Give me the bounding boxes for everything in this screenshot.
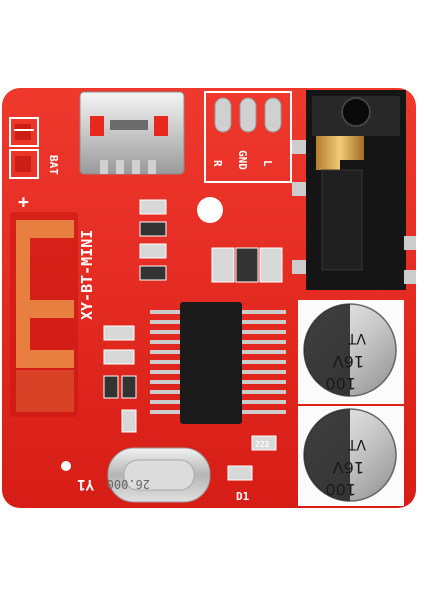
via-hole — [61, 461, 71, 471]
crystal-marking: 26.000 — [107, 477, 150, 491]
smd-components — [103, 199, 283, 481]
battery-pads — [9, 117, 39, 179]
bat-label: BAT — [47, 155, 60, 175]
audio-jack — [292, 90, 416, 290]
diode-label: D1 — [236, 490, 250, 503]
capacitor-bottom-series: VT — [347, 436, 366, 452]
capacitor-top-series: VT — [347, 330, 366, 346]
crystal-oscillator — [107, 447, 211, 503]
pin-gnd-label: GND — [236, 150, 249, 170]
model-label: XY-BT-MINI — [78, 230, 96, 320]
micro-usb-connector — [79, 91, 185, 175]
antenna-trace — [10, 212, 78, 417]
capacitor-top — [298, 300, 404, 404]
crystal-label: Y1 — [77, 476, 94, 492]
mounting-hole — [197, 197, 223, 223]
pin-l-label: L — [261, 160, 274, 167]
capacitor-bottom — [298, 406, 404, 506]
audio-output-pads — [204, 91, 292, 183]
capacitor-bottom-value: 100 — [325, 480, 356, 499]
pin-r-label: R — [211, 160, 224, 167]
capacitor-top-voltage: 16V — [333, 352, 364, 371]
capacitor-bottom-voltage: 16V — [333, 458, 364, 477]
capacitor-top-value: 100 — [325, 374, 356, 393]
plus-label: + — [18, 192, 29, 213]
resistor-marking: 222 — [255, 440, 270, 449]
main-ic-chip — [150, 302, 286, 424]
